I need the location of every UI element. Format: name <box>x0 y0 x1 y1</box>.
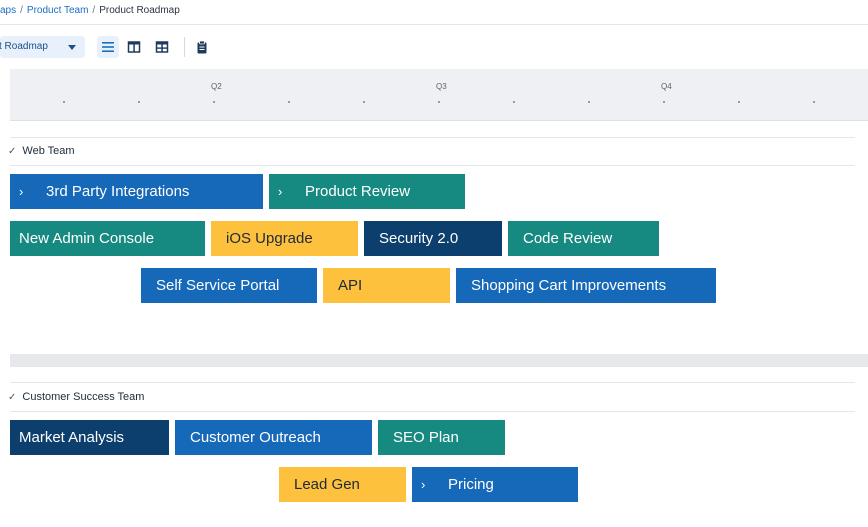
bar-label: Lead Gen <box>294 476 360 493</box>
section-divider-band <box>10 354 868 367</box>
bar-label: Product Review <box>305 183 411 200</box>
roadmap-bar-pricing[interactable]: › Pricing <box>412 467 578 502</box>
timeline-tick <box>738 101 740 103</box>
list-view-button[interactable] <box>97 36 119 58</box>
bar-label: Code Review <box>523 230 613 247</box>
bar-label: Shopping Cart Improvements <box>471 277 667 294</box>
roadmap-bar-code-review[interactable]: Code Review <box>508 221 659 256</box>
team-name: Web Team <box>22 145 75 157</box>
breadcrumb-item-roadmaps[interactable]: aps <box>0 5 17 16</box>
breadcrumb-separator: / <box>92 5 96 16</box>
breadcrumb-separator: / <box>20 5 23 16</box>
roadmap-bar-api[interactable]: API <box>323 268 450 303</box>
timeline-tick <box>63 101 65 103</box>
bar-label: Customer Outreach <box>190 429 321 446</box>
roadmap-bar-product-review[interactable]: › Product Review <box>269 174 465 209</box>
bar-label: Security 2.0 <box>379 230 459 247</box>
bar-label: 3rd Party Integrations <box>46 183 190 200</box>
bar-label: Self Service Portal <box>156 277 280 294</box>
bar-label: Market Analysis <box>19 429 125 446</box>
chevron-right-icon: › <box>278 184 283 199</box>
bar-label: Pricing <box>448 476 494 493</box>
roadmap-bar-self-service-portal[interactable]: Self Service Portal <box>141 268 317 303</box>
timeline-tick <box>138 101 140 103</box>
clipboard-icon <box>197 40 207 54</box>
section-divider <box>10 382 855 383</box>
timeline-tick <box>288 101 290 103</box>
breadcrumb-item-product-team[interactable]: Product Team <box>26 5 89 16</box>
grid-view-icon <box>155 41 169 53</box>
timeline-tick <box>438 101 440 103</box>
roadmap-bar-3rd-party-integrations[interactable]: › 3rd Party Integrations <box>10 174 263 209</box>
breadcrumb: aps/Product Team/Product Roadmap <box>0 0 180 22</box>
breadcrumb-item-current: Product Roadmap <box>99 5 180 16</box>
timeline-tick <box>588 101 590 103</box>
timeline-tick <box>813 101 815 103</box>
timeline-tick <box>363 101 365 103</box>
roadmap-bar-seo-plan[interactable]: SEO Plan <box>378 420 505 455</box>
roadmap-bar-security-2[interactable]: Security 2.0 <box>364 221 502 256</box>
quarter-label-q4: Q4 <box>661 82 672 91</box>
roadmap-select[interactable]: ct Roadmap <box>0 36 85 58</box>
list-view-icon <box>102 42 114 52</box>
roadmap-bar-lead-gen[interactable]: Lead Gen <box>279 467 406 502</box>
section-divider <box>10 411 855 412</box>
timeline-tick <box>663 101 665 103</box>
columns-view-icon <box>127 41 141 53</box>
toolbar-separator <box>184 37 185 57</box>
bar-label: API <box>338 277 363 294</box>
team-header-customer-success[interactable]: ✓ Customer Success Team <box>8 391 144 403</box>
bar-label: iOS Upgrade <box>226 230 313 247</box>
team-header-web[interactable]: ✓ Web Team <box>8 145 75 157</box>
timeline-header <box>10 69 868 121</box>
quarter-label-q2: Q2 <box>211 82 222 91</box>
team-name: Customer Success Team <box>22 391 145 403</box>
quarter-label-q3: Q3 <box>436 82 447 91</box>
chevron-down-icon: ✓ <box>8 392 17 403</box>
roadmap-bar-market-analysis[interactable]: Market Analysis <box>10 420 169 455</box>
grid-view-button[interactable] <box>151 36 173 58</box>
columns-view-button[interactable] <box>123 36 145 58</box>
roadmap-bar-ios-upgrade[interactable]: iOS Upgrade <box>211 221 358 256</box>
chevron-right-icon: › <box>421 477 426 492</box>
bar-label: SEO Plan <box>393 429 459 446</box>
section-divider <box>10 137 855 138</box>
timeline-tick <box>213 101 215 103</box>
section-divider <box>10 165 855 166</box>
roadmap-bar-shopping-cart-improvements[interactable]: Shopping Cart Improvements <box>456 268 716 303</box>
timeline-tick <box>513 101 515 103</box>
chevron-right-icon: › <box>19 184 24 199</box>
caret-down-icon <box>68 45 76 50</box>
bar-label: New Admin Console <box>19 230 155 247</box>
clipboard-button[interactable] <box>191 36 213 58</box>
header-divider <box>0 24 868 25</box>
roadmap-select-value: ct Roadmap <box>0 41 48 52</box>
roadmap-bar-new-admin-console[interactable]: New Admin Console <box>10 221 205 256</box>
chevron-down-icon: ✓ <box>8 146 17 157</box>
roadmap-bar-customer-outreach[interactable]: Customer Outreach <box>175 420 372 455</box>
